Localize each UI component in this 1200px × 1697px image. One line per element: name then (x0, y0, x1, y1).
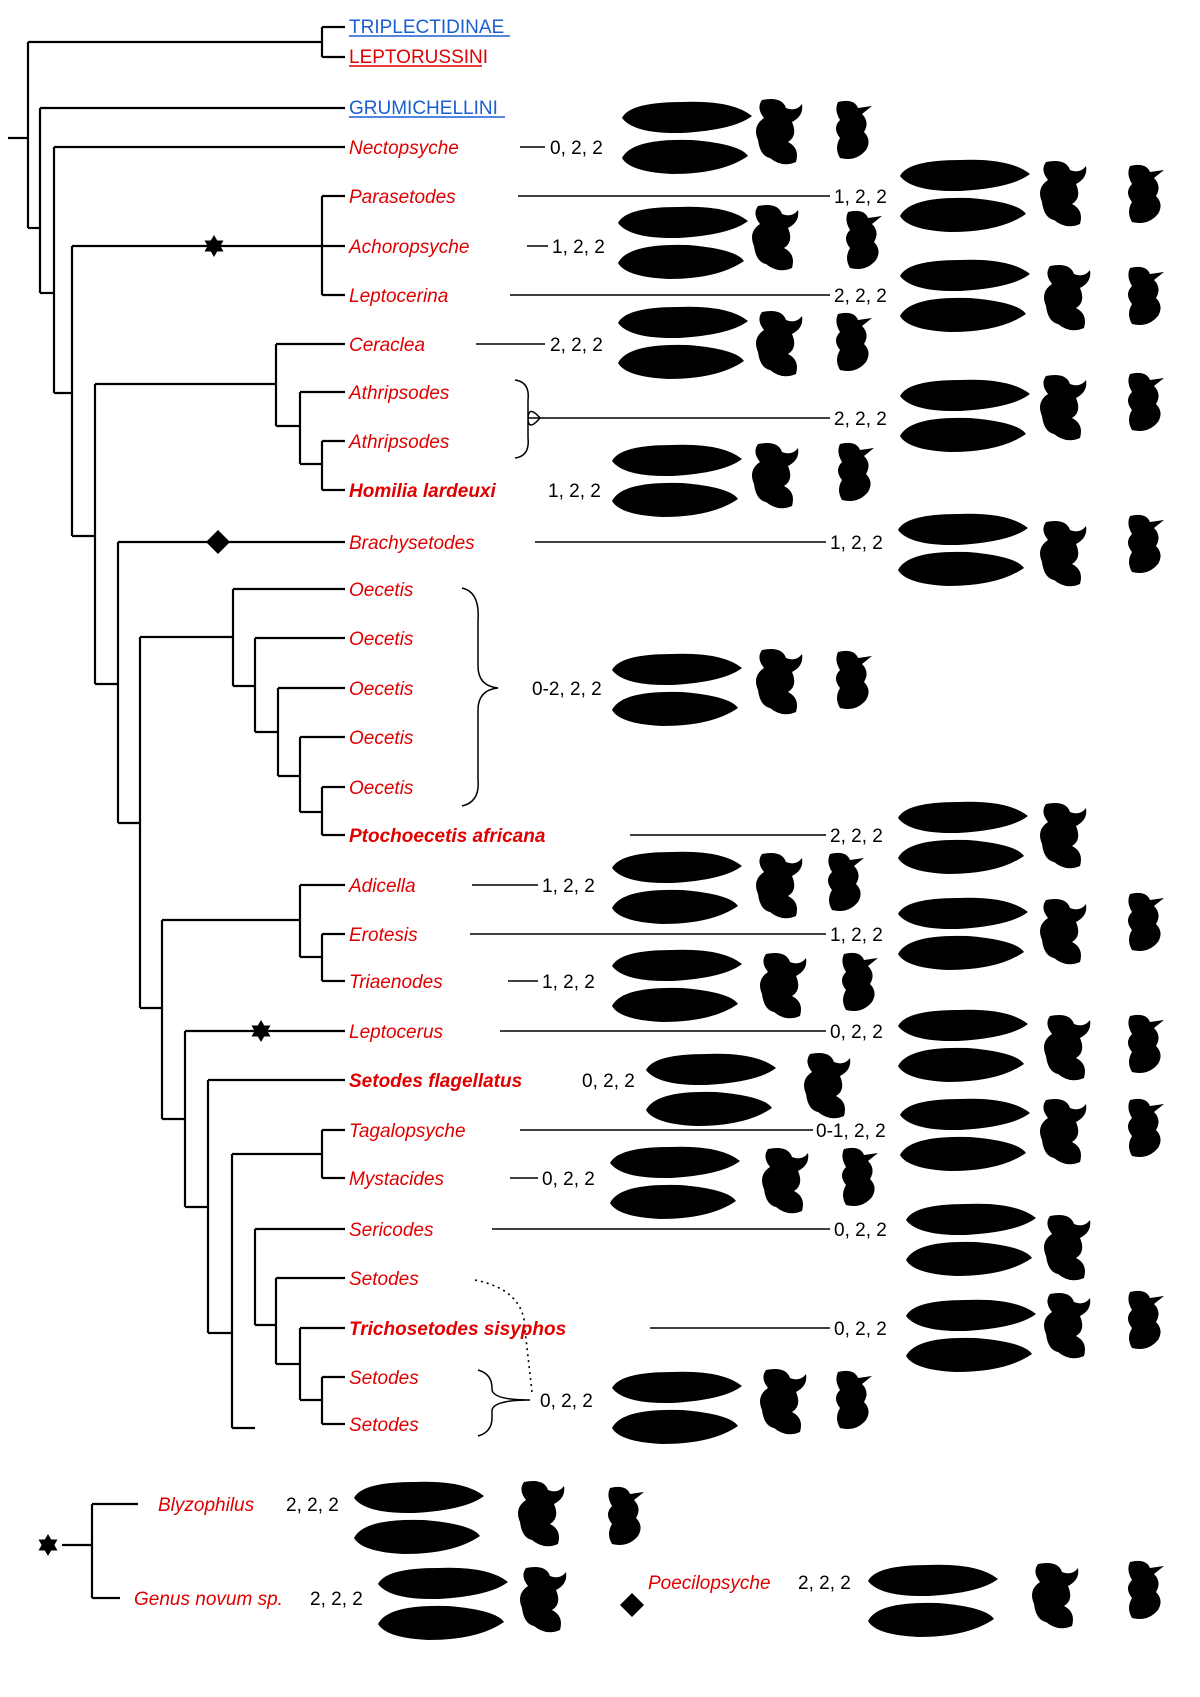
taxon-label: Ceraclea (349, 335, 425, 356)
taxon-label: Achoropsyche (348, 237, 469, 258)
taxon-label: Trichosetodes sisyphos (349, 1319, 566, 1340)
character-code: 1, 2, 2 (834, 187, 887, 208)
taxon-label: Tagalopsyche (349, 1121, 466, 1142)
brace (477, 1369, 531, 1437)
taxon-label: Poecilopsyche (648, 1573, 771, 1594)
outgroup-label: TRIPLECTIDINAE (349, 17, 504, 38)
character-code: 0, 2, 2 (834, 1220, 887, 1241)
taxon-label: Oecetis (349, 778, 414, 799)
taxon-label: Oecetis (349, 728, 414, 749)
taxon-label: Oecetis (349, 580, 414, 601)
tree-branches (8, 25, 345, 1600)
taxon-label: Setodes (349, 1368, 419, 1389)
character-code: 2, 2, 2 (830, 826, 883, 847)
character-code: 1, 2, 2 (552, 237, 605, 258)
character-code: 1, 2, 2 (830, 533, 883, 554)
brace (514, 379, 541, 459)
character-code: 1, 2, 2 (830, 925, 883, 946)
wing-illustrations (354, 101, 1036, 1640)
taxon-label: Leptocerina (349, 286, 448, 307)
taxon-label: Homilia lardeuxi (349, 481, 496, 502)
character-code: 0, 2, 2 (542, 1169, 595, 1190)
character-code: 0-1, 2, 2 (816, 1121, 886, 1142)
character-code: 2, 2, 2 (834, 409, 887, 430)
character-code: 0-2, 2, 2 (532, 679, 602, 700)
character-code: 2, 2, 2 (798, 1573, 851, 1594)
brace (461, 587, 499, 807)
character-code: 1, 2, 2 (542, 972, 595, 993)
outgroup-label: GRUMICHELLINI (349, 98, 498, 119)
diamond-icon (620, 1593, 644, 1617)
outgroup-underlines (349, 35, 510, 118)
taxon-label: Triaenodes (349, 972, 443, 993)
taxon-label: Oecetis (349, 679, 414, 700)
taxon-label: Athripsodes (348, 432, 450, 453)
character-code: 2, 2, 2 (310, 1589, 363, 1610)
character-code: 0, 2, 2 (830, 1022, 883, 1043)
taxon-label: Erotesis (349, 925, 418, 946)
character-code: 1, 2, 2 (548, 481, 601, 502)
taxon-label: Leptocerus (349, 1022, 444, 1043)
connector-lines (470, 146, 830, 1329)
taxon-label: Mystacides (349, 1169, 445, 1190)
taxon-label: Oecetis (349, 629, 414, 650)
character-code: 2, 2, 2 (286, 1495, 339, 1516)
taxon-label: Brachysetodes (349, 533, 475, 554)
character-code: 2, 2, 2 (550, 335, 603, 356)
taxon-label: Sericodes (349, 1220, 434, 1241)
six-point-star-icon (38, 1534, 58, 1556)
character-code: 0, 2, 2 (540, 1391, 593, 1412)
taxon-label: Genus novum sp. (134, 1589, 283, 1610)
character-code: 0, 2, 2 (582, 1071, 635, 1092)
taxon-label: Parasetodes (349, 187, 456, 208)
taxon-label: Setodes flagellatus (349, 1071, 522, 1092)
diamond-icon (206, 530, 230, 554)
taxon-label: Setodes (349, 1269, 419, 1290)
taxon-label: Ptochoecetis africana (349, 826, 546, 847)
taxon-label: Nectopsyche (349, 138, 459, 159)
taxon-label: Setodes (349, 1415, 419, 1436)
taxon-label: Blyzophilus (158, 1495, 255, 1516)
character-code: 0, 2, 2 (834, 1319, 887, 1340)
outgroup-label: LEPTORUSSINI (349, 47, 488, 68)
taxon-label: Adicella (348, 876, 416, 897)
character-code: 2, 2, 2 (834, 286, 887, 307)
character-code: 0, 2, 2 (550, 138, 603, 159)
character-code: 1, 2, 2 (542, 876, 595, 897)
taxon-label: Athripsodes (348, 383, 450, 404)
